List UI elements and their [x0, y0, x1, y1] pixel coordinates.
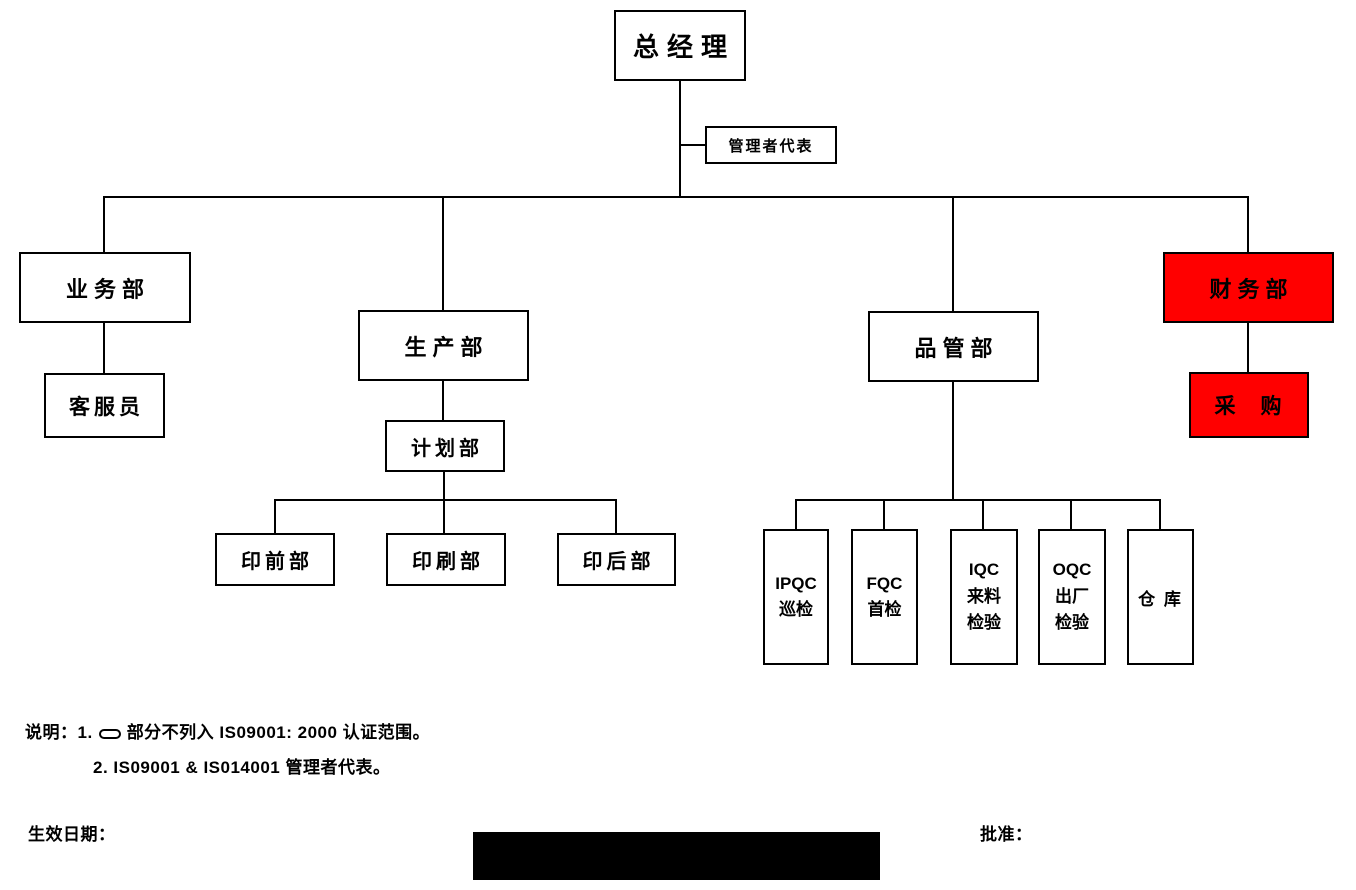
connector-gm-down — [679, 81, 681, 197]
node-label: 印刷部 — [412, 551, 484, 573]
node-oqc-outgoing-inspection: OQC 出厂 检验 — [1038, 529, 1106, 665]
node-label: 采 购 — [1214, 395, 1284, 418]
node-label: 业务部 — [65, 276, 150, 302]
connector-qc-horizontal — [795, 499, 1161, 501]
redacted-block — [473, 832, 880, 880]
effective-date-label: 生效日期： — [28, 825, 116, 844]
node-label-line: 检验 — [967, 613, 1001, 633]
node-business-dept: 业务部 — [19, 252, 191, 323]
node-label-line: 首检 — [867, 600, 902, 619]
note-line-1-prefix: 说明：1. — [25, 723, 93, 742]
connector-quality-down — [952, 381, 954, 501]
node-label-line: 出厂 — [1055, 586, 1089, 606]
connector-drop-production — [442, 196, 444, 310]
connector-drop-prepress — [274, 499, 276, 533]
node-label-line: FQC — [866, 573, 903, 593]
node-label: 客服员 — [69, 395, 144, 419]
node-label: 印后部 — [582, 551, 655, 573]
node-label-line: 巡检 — [779, 600, 813, 619]
node-ipqc-patrol-inspection: IPQC 巡检 — [763, 529, 829, 665]
node-label: 计划部 — [411, 437, 483, 460]
node-purchasing: 采 购 — [1189, 372, 1309, 438]
node-label-line: IPQC — [775, 573, 817, 593]
node-finance-dept: 财务部 — [1163, 252, 1334, 323]
node-postpress-dept: 印后部 — [557, 533, 676, 586]
connector-drop-quality — [952, 196, 954, 311]
connector-drop-warehouse — [1159, 499, 1161, 529]
node-label: 印前部 — [241, 551, 313, 573]
node-label: 仓 库 — [1138, 589, 1183, 609]
node-general-manager: 总经理 — [614, 10, 746, 81]
connector-drop-finance — [1247, 196, 1249, 252]
connector-mgr-stub — [679, 144, 705, 146]
node-label: 管理者代表 — [728, 137, 814, 155]
connector-planning-down — [443, 471, 445, 501]
node-printing-dept: 印刷部 — [386, 533, 506, 586]
node-label: 财务部 — [1209, 276, 1294, 302]
connector-print-horizontal — [274, 499, 617, 501]
excluded-box-icon — [98, 729, 121, 739]
connector-drop-iqc — [982, 499, 984, 529]
node-production-dept: 生产部 — [358, 310, 529, 381]
note-line-2: 2. IS09001 & IS014001 管理者代表。 — [93, 758, 391, 777]
node-label-line: IQC — [968, 560, 1000, 580]
node-label-line: 来料 — [967, 586, 1001, 606]
node-iqc-incoming-inspection: IQC 来料 检验 — [950, 529, 1018, 665]
node-fqc-first-inspection: FQC 首检 — [851, 529, 918, 665]
connector-business-cs — [103, 322, 105, 373]
note-line-1: 说明：1. 部分不列入 IS09001: 2000 认证范围。 — [25, 718, 430, 743]
node-label: 品管部 — [914, 335, 999, 361]
connector-main-horizontal — [103, 196, 1249, 198]
node-management-representative: 管理者代表 — [705, 126, 837, 164]
node-customer-service: 客服员 — [44, 373, 165, 438]
node-label-line: OQC — [1052, 560, 1092, 580]
connector-production-planning — [442, 380, 444, 420]
node-label: 总经理 — [632, 32, 735, 62]
connector-finance-purchasing — [1247, 322, 1249, 372]
node-label: 生产部 — [404, 334, 489, 360]
connector-drop-business — [103, 196, 105, 252]
node-quality-dept: 品管部 — [868, 311, 1039, 382]
node-label-line: 检验 — [1055, 613, 1089, 633]
connector-drop-printing — [443, 499, 445, 533]
note-line-1-suffix: 部分不列入 IS09001: 2000 认证范围。 — [126, 723, 431, 742]
connector-drop-fqc — [883, 499, 885, 529]
node-planning-dept: 计划部 — [385, 420, 505, 472]
connector-drop-oqc — [1070, 499, 1072, 529]
approval-label: 批准： — [980, 825, 1033, 844]
connector-drop-postpress — [615, 499, 617, 533]
node-prepress-dept: 印前部 — [215, 533, 335, 586]
connector-drop-ipqc — [795, 499, 797, 529]
node-warehouse: 仓 库 — [1127, 529, 1194, 665]
